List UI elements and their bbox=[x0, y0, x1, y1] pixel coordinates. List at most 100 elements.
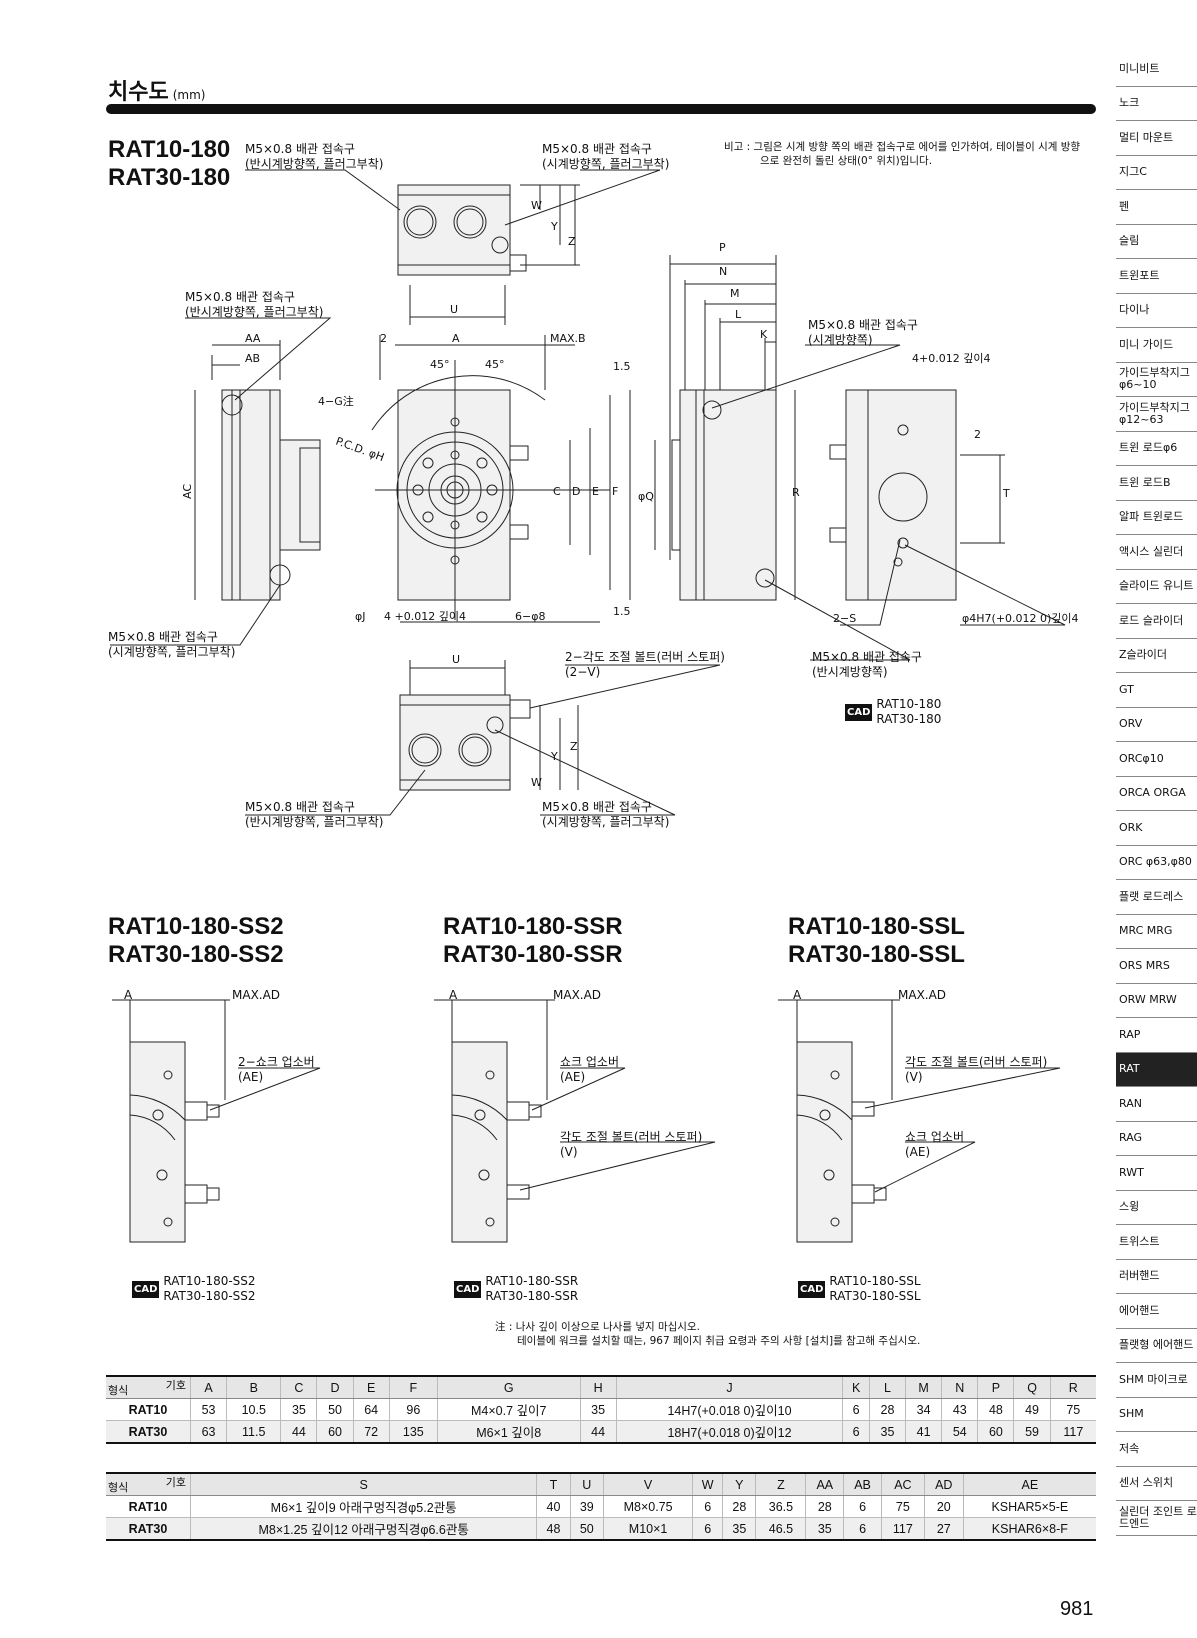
sidebar-item[interactable]: 지그C bbox=[1116, 156, 1197, 190]
sidebar-item[interactable]: 플랫 로드레스 bbox=[1116, 880, 1197, 915]
variant-ssl-dim-a: A bbox=[793, 988, 802, 1002]
table-cell: 60 bbox=[316, 1420, 354, 1444]
sidebar-item[interactable]: 트위스트 bbox=[1116, 1225, 1197, 1260]
table-cell: 117 bbox=[1049, 1420, 1096, 1444]
sidebar-item[interactable]: 로드 슬라이더 bbox=[1116, 604, 1197, 639]
column-header: P bbox=[977, 1375, 1014, 1399]
svg-text:U: U bbox=[450, 303, 458, 316]
sidebar-item[interactable]: MRC MRG bbox=[1116, 915, 1197, 949]
variant-ssl-callout-1: 각도 조절 볼트(러버 스토퍼)(V) bbox=[905, 1055, 1048, 1084]
cad-icon: CAD bbox=[454, 1280, 482, 1298]
sidebar-item[interactable]: 트윈포트 bbox=[1116, 259, 1197, 294]
column-header: AE bbox=[962, 1472, 1096, 1496]
sidebar-item[interactable]: RAG bbox=[1116, 1122, 1197, 1156]
sidebar-item[interactable]: SHM 마이크로 bbox=[1116, 1363, 1197, 1398]
svg-text:W: W bbox=[531, 776, 542, 789]
table-cell: 28 bbox=[868, 1398, 906, 1421]
sidebar-item[interactable]: ORK bbox=[1116, 811, 1197, 846]
sidebar-item[interactable]: 트윈 로드φ6 bbox=[1116, 432, 1197, 466]
label-port-ccw-bottom: M5×0.8 배관 접속구(반시계방향쪽, 플러그부착) bbox=[245, 800, 384, 829]
sidebar-item[interactable]: RAN bbox=[1116, 1087, 1197, 1122]
svg-text:M: M bbox=[730, 287, 740, 300]
svg-text:2−S: 2−S bbox=[833, 612, 856, 625]
sidebar-item[interactable]: 러버핸드 bbox=[1116, 1260, 1197, 1294]
table-cell: 44 bbox=[280, 1420, 317, 1444]
table-cell: 46.5 bbox=[755, 1517, 806, 1541]
sidebar-item[interactable]: 슬림 bbox=[1116, 225, 1197, 259]
sidebar-item[interactable]: 알파 트윈로드 bbox=[1116, 501, 1197, 535]
sidebar-item[interactable]: 에어핸드 bbox=[1116, 1294, 1197, 1329]
sidebar-item[interactable]: ORW MRW bbox=[1116, 984, 1197, 1018]
sidebar-item[interactable]: 가이드부착지그 φ12~63 bbox=[1116, 397, 1197, 432]
column-header: AC bbox=[880, 1472, 925, 1496]
sidebar-item[interactable]: 미니비트 bbox=[1116, 52, 1197, 87]
sidebar-item[interactable]: RWT bbox=[1116, 1156, 1197, 1191]
sidebar-item[interactable]: ORS MRS bbox=[1116, 949, 1197, 984]
table-cell: 60 bbox=[977, 1420, 1014, 1444]
column-header: W bbox=[692, 1472, 723, 1496]
label-angle-bolt: 2−각도 조절 볼트(러버 스토퍼)(2−V) bbox=[565, 650, 725, 679]
sidebar-item[interactable]: 실린더 조인트 로드엔드 bbox=[1116, 1501, 1197, 1536]
sidebar-item[interactable]: 스윙 bbox=[1116, 1191, 1197, 1225]
svg-text:W: W bbox=[531, 199, 542, 212]
svg-text:F: F bbox=[612, 485, 618, 498]
sidebar-item[interactable]: ORCA ORGA bbox=[1116, 777, 1197, 811]
sidebar-item[interactable]: RAP bbox=[1116, 1018, 1197, 1053]
table-cell: 39 bbox=[569, 1495, 604, 1518]
sidebar-item[interactable]: 가이드부착지그 φ6~10 bbox=[1116, 363, 1197, 397]
column-header: AD bbox=[923, 1472, 964, 1496]
remark: 비고 : 그림은 시계 방향 쪽의 배관 접속구로 에어를 인가하여, 테이블이… bbox=[724, 141, 1081, 167]
column-header: F bbox=[388, 1375, 438, 1399]
table-cell: 14H7(+0.018 0)깊이10 bbox=[615, 1398, 843, 1421]
table-cell: 6 bbox=[842, 1420, 870, 1444]
svg-text:T: T bbox=[1002, 487, 1010, 500]
table-cell: 20 bbox=[923, 1495, 964, 1518]
sidebar-item[interactable]: 노크 bbox=[1116, 87, 1197, 121]
sidebar-item[interactable]: 센서 스위치 bbox=[1116, 1467, 1197, 1501]
column-header: H bbox=[579, 1375, 617, 1399]
sidebar-item[interactable]: RAT bbox=[1116, 1052, 1197, 1087]
sidebar-item[interactable]: 슬라이드 유니트 bbox=[1116, 570, 1197, 604]
table-cell: 35 bbox=[805, 1517, 844, 1541]
column-header: AB bbox=[843, 1472, 882, 1496]
sidebar-item[interactable]: ORCφ10 bbox=[1116, 742, 1197, 777]
svg-text:4+0.012 깊이4: 4+0.012 깊이4 bbox=[912, 352, 990, 365]
table-cell: 49 bbox=[1013, 1398, 1051, 1421]
svg-text:C: C bbox=[553, 485, 561, 498]
sidebar-item[interactable]: 미니 가이드 bbox=[1116, 328, 1197, 363]
column-header: Z bbox=[755, 1472, 806, 1496]
cad-icon: CAD bbox=[132, 1280, 160, 1298]
svg-text:φJ: φJ bbox=[355, 610, 366, 623]
table-cell: 6 bbox=[692, 1517, 723, 1541]
sidebar-item[interactable]: 다이나 bbox=[1116, 294, 1197, 328]
sidebar-item[interactable]: Z슬라이더 bbox=[1116, 639, 1197, 673]
sidebar-item[interactable]: 액시스 실린더 bbox=[1116, 535, 1197, 570]
table-cell: 50 bbox=[569, 1517, 604, 1541]
sidebar-item[interactable]: SHM bbox=[1116, 1398, 1197, 1432]
table-cell: 36.5 bbox=[755, 1495, 806, 1518]
table-cell: 28 bbox=[722, 1495, 756, 1518]
sidebar-item[interactable]: ORV bbox=[1116, 708, 1197, 742]
column-header: C bbox=[280, 1375, 317, 1399]
sidebar-item[interactable]: 펜 bbox=[1116, 190, 1197, 225]
table-cell: M8×0.75 bbox=[602, 1495, 693, 1518]
sidebar-item[interactable]: 저속 bbox=[1116, 1432, 1197, 1467]
sidebar-item[interactable]: 트윈 로드B bbox=[1116, 466, 1197, 501]
column-header: M bbox=[905, 1375, 942, 1399]
svg-text:AA: AA bbox=[245, 332, 261, 345]
variant-ssr-callout-2: 각도 조절 볼트(러버 스토퍼)(V) bbox=[560, 1130, 703, 1159]
sidebar-item[interactable]: 멀티 마운트 bbox=[1116, 121, 1197, 156]
sidebar-item[interactable]: ORC φ63,φ80 bbox=[1116, 846, 1197, 880]
svg-text:AB: AB bbox=[245, 352, 260, 365]
sidebar-item[interactable]: GT bbox=[1116, 673, 1197, 708]
sidebar-item[interactable]: 플랫형 에어핸드 bbox=[1116, 1329, 1197, 1363]
